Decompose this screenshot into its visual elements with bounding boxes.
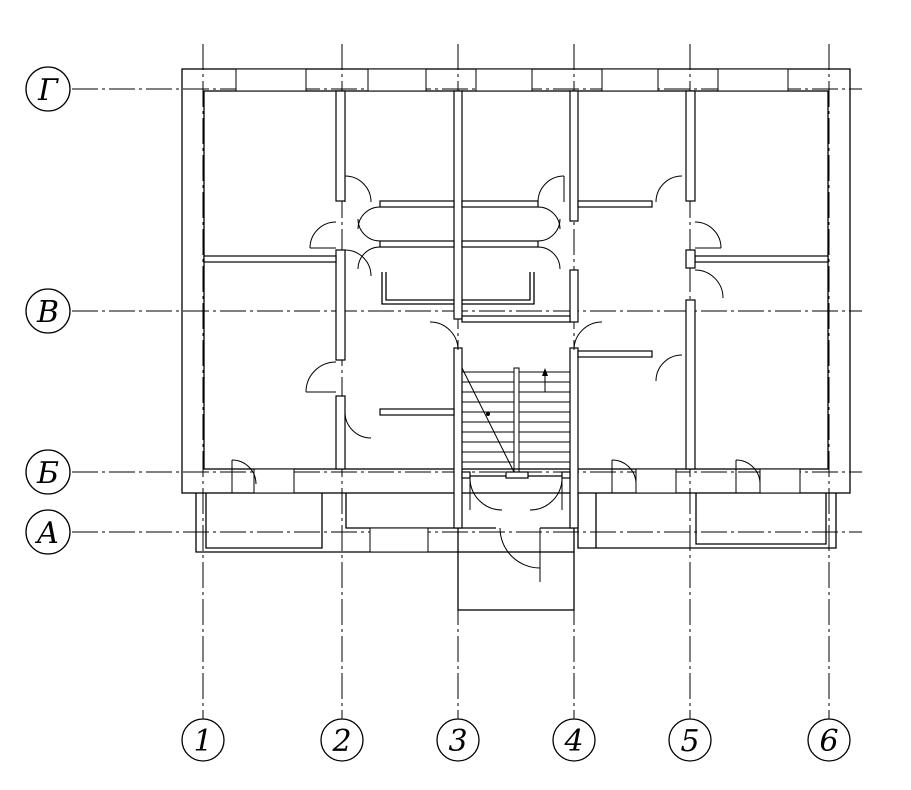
row-axis-markers: Г В Б А: [25, 66, 71, 555]
axis-marker-row-b: Б: [25, 449, 71, 495]
axis-marker-col-6: 6: [807, 718, 851, 762]
axis-marker-col-4: 4: [552, 718, 596, 762]
axis-label-row-b: Б: [36, 456, 59, 491]
axis-marker-col-1: 1: [181, 718, 225, 762]
axis-label-col-2: 2: [331, 724, 351, 759]
axis-label-row-v: В: [36, 295, 59, 330]
axis-label-col-5: 5: [680, 724, 699, 759]
interior-walls: [203, 90, 829, 529]
windows: [235, 68, 801, 553]
doors: [231, 175, 761, 582]
axis-label-col-6: 6: [819, 724, 838, 759]
axis-marker-col-2: 2: [320, 718, 364, 762]
axis-marker-row-v: В: [25, 288, 71, 334]
axis-label-row-g: Г: [37, 73, 59, 108]
axis-marker-row-g: Г: [25, 66, 71, 112]
axis-marker-row-a: А: [25, 509, 71, 555]
column-axis-markers: 1 2 3 4 5 6: [181, 718, 851, 762]
axis-marker-col-5: 5: [668, 718, 712, 762]
axis-label-row-a: А: [35, 516, 60, 551]
axis-label-col-1: 1: [193, 724, 212, 759]
axis-marker-col-3: 3: [436, 718, 480, 762]
exterior-walls: [181, 68, 851, 611]
staircase: [461, 367, 570, 473]
axis-label-col-3: 3: [448, 724, 467, 759]
axis-label-col-4: 4: [563, 724, 583, 759]
